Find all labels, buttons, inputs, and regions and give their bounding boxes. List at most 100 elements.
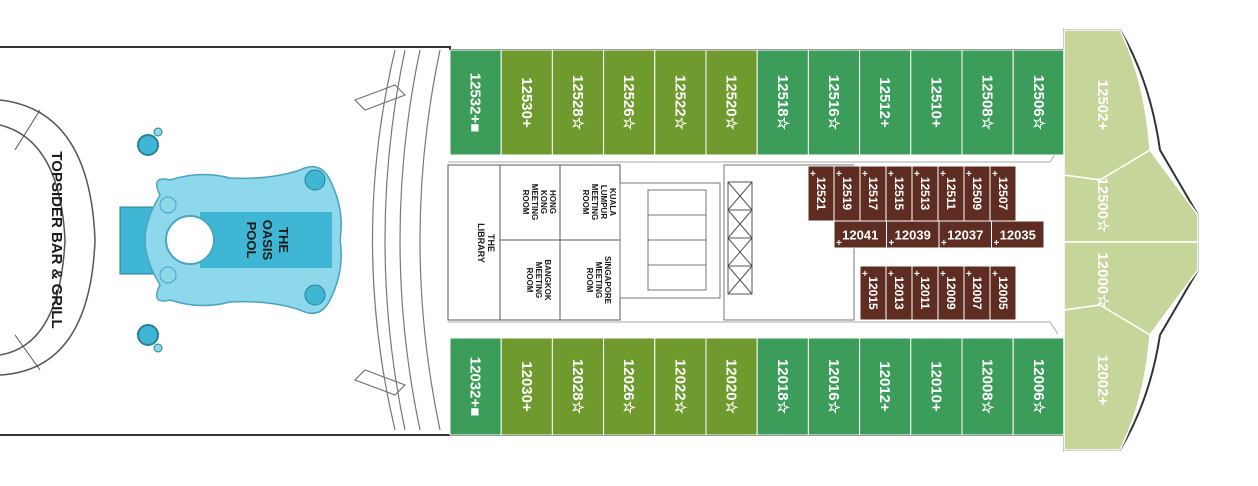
cabin-12008[interactable]: 12008☆: [961, 337, 1014, 436]
cabin-12512[interactable]: 12512+: [859, 49, 912, 156]
singapore-line1: SINGAPORE: [603, 256, 612, 305]
cabin-12035[interactable]: 12035+: [991, 220, 1045, 249]
bangkok-line1: BANGKOK: [543, 259, 552, 301]
cabin-12530[interactable]: 12530+: [500, 49, 553, 156]
cabin-12520[interactable]: 12520☆: [705, 49, 758, 156]
cabin-label-12521: 12521: [814, 177, 828, 211]
cabin-label-12008: 12008☆: [979, 359, 996, 415]
cabin-label-12515: 12515: [892, 177, 906, 211]
cabin-12010[interactable]: 12010+: [910, 337, 963, 436]
cabin-12028[interactable]: 12028☆: [551, 337, 605, 436]
cabin-label-12509: 12509: [970, 177, 984, 211]
library-label-line1: THE: [486, 234, 496, 252]
cabin-12522[interactable]: 12522☆: [654, 49, 707, 156]
cabin-label-12016: 12016☆: [825, 359, 842, 415]
cabin-12020[interactable]: 12020☆: [705, 337, 758, 436]
cabin-12018[interactable]: 12018☆: [756, 337, 809, 436]
cabin-label-12007: 12007: [970, 276, 984, 310]
accessible-mark: +: [862, 169, 868, 180]
cabin-label-12022: 12022☆: [671, 359, 688, 415]
cabin-12506[interactable]: 12506☆: [1012, 49, 1065, 156]
cabin-label-12020: 12020☆: [723, 359, 740, 415]
cabin-12507[interactable]: 12507+: [989, 165, 1017, 222]
accessible-mark: +: [994, 238, 1000, 249]
cabin-label-12032: 12032+■: [467, 357, 484, 417]
bangkok-line2: MEETING: [534, 262, 543, 298]
pool-label-line1: THE: [276, 227, 291, 253]
library-room: [447, 164, 501, 321]
cabin-12528[interactable]: 12528☆: [551, 49, 605, 156]
accessible-mark: +: [888, 169, 894, 180]
cabin-12012[interactable]: 12012+: [859, 337, 912, 436]
cabin-12026[interactable]: 12026☆: [603, 337, 656, 436]
accessible-mark: +: [941, 238, 947, 249]
hongkong-line2: KONG: [539, 190, 548, 214]
cabin-12510[interactable]: 12510+: [910, 49, 963, 156]
cabin-12015[interactable]: 12015+: [859, 265, 887, 321]
hongkong-line3: MEETING: [530, 184, 539, 220]
cabin-12515[interactable]: 12515+: [885, 165, 913, 222]
cabin-label-12511: 12511: [944, 177, 958, 210]
cabin-label-12532: 12532+■: [467, 73, 484, 133]
cabin-label-12513: 12513: [918, 177, 932, 211]
cabin-label-12516: 12516☆: [825, 75, 842, 131]
inner-cabins: 12521+12519+12517+12515+12513+12511+1250…: [807, 165, 1045, 321]
cabin-12009[interactable]: 12009+: [937, 265, 965, 321]
cabin-12037[interactable]: 12037+: [938, 220, 992, 249]
cabin-label-12530: 12530+: [518, 77, 535, 128]
cabin-12013[interactable]: 12013+: [885, 265, 913, 321]
accessible-mark: +: [836, 169, 842, 180]
aft-staircase-structure: [353, 49, 441, 431]
cabin-12516[interactable]: 12516☆: [807, 49, 861, 156]
suite-label-12502: 12502+: [1094, 80, 1111, 131]
cabin-label-12520: 12520☆: [723, 75, 740, 131]
cabin-label-12005: 12005: [996, 276, 1010, 310]
cabin-12007[interactable]: 12007+: [963, 265, 991, 321]
cabin-12011[interactable]: 12011+: [911, 265, 939, 321]
cabin-label-12037: 12037: [947, 228, 983, 243]
cabin-label-12009: 12009: [944, 276, 958, 310]
cabin-12032[interactable]: 12032+■: [449, 337, 502, 436]
cabin-label-12518: 12518☆: [774, 75, 791, 131]
cabin-12006[interactable]: 12006☆: [1012, 337, 1065, 436]
cabin-12022[interactable]: 12022☆: [654, 337, 707, 436]
cabin-12030[interactable]: 12030+: [500, 337, 553, 436]
cabin-label-12517: 12517: [866, 177, 880, 211]
accessible-mark: +: [836, 238, 842, 249]
cabin-12513[interactable]: 12513+: [911, 165, 939, 222]
suite-12002[interactable]: 12002+: [1063, 304, 1151, 451]
topsider-bar-area: TOPSIDER BAR & GRILL: [0, 99, 96, 376]
cabin-12517[interactable]: 12517+: [859, 165, 887, 222]
cabin-12518[interactable]: 12518☆: [756, 49, 809, 156]
cabin-12509[interactable]: 12509+: [963, 165, 991, 222]
suite-12500[interactable]: 12500☆: [1063, 149, 1199, 243]
suite-12502[interactable]: 12502+: [1063, 29, 1151, 181]
cabin-12005[interactable]: 12005+: [989, 265, 1017, 321]
cabin-label-12507: 12507: [996, 177, 1010, 211]
hongkong-line1: HONG: [548, 190, 557, 214]
cabin-label-12522: 12522☆: [671, 75, 688, 131]
cabin-12519[interactable]: 12519+: [833, 165, 861, 222]
cabin-label-12015: 12015: [866, 276, 880, 310]
cabin-label-12010: 12010+: [927, 361, 944, 412]
cabin-12521[interactable]: 12521+: [807, 165, 835, 222]
bangkok-line3: ROOM: [525, 268, 534, 293]
cabin-12041[interactable]: 12041+: [833, 220, 887, 249]
accessible-mark: +: [992, 269, 998, 280]
cabin-12532[interactable]: 12532+■: [449, 49, 502, 156]
suite-label-12002: 12002+: [1094, 355, 1111, 406]
accessible-mark: +: [810, 169, 816, 180]
singapore-line3: ROOM: [585, 268, 594, 293]
accessible-mark: +: [966, 269, 972, 280]
cabin-label-12018: 12018☆: [774, 359, 791, 415]
cabin-12526[interactable]: 12526☆: [603, 49, 656, 156]
cabin-12508[interactable]: 12508☆: [961, 49, 1014, 156]
cabin-12039[interactable]: 12039+: [886, 220, 940, 249]
cabin-12511[interactable]: 12511+: [937, 165, 965, 222]
cabin-label-12006: 12006☆: [1030, 359, 1047, 415]
cabin-label-12028: 12028☆: [569, 359, 586, 415]
hot-tub-top: [137, 127, 163, 156]
accessible-mark: +: [940, 169, 946, 180]
cabin-label-12039: 12039: [895, 228, 931, 243]
cabin-12016[interactable]: 12016☆: [807, 337, 861, 436]
